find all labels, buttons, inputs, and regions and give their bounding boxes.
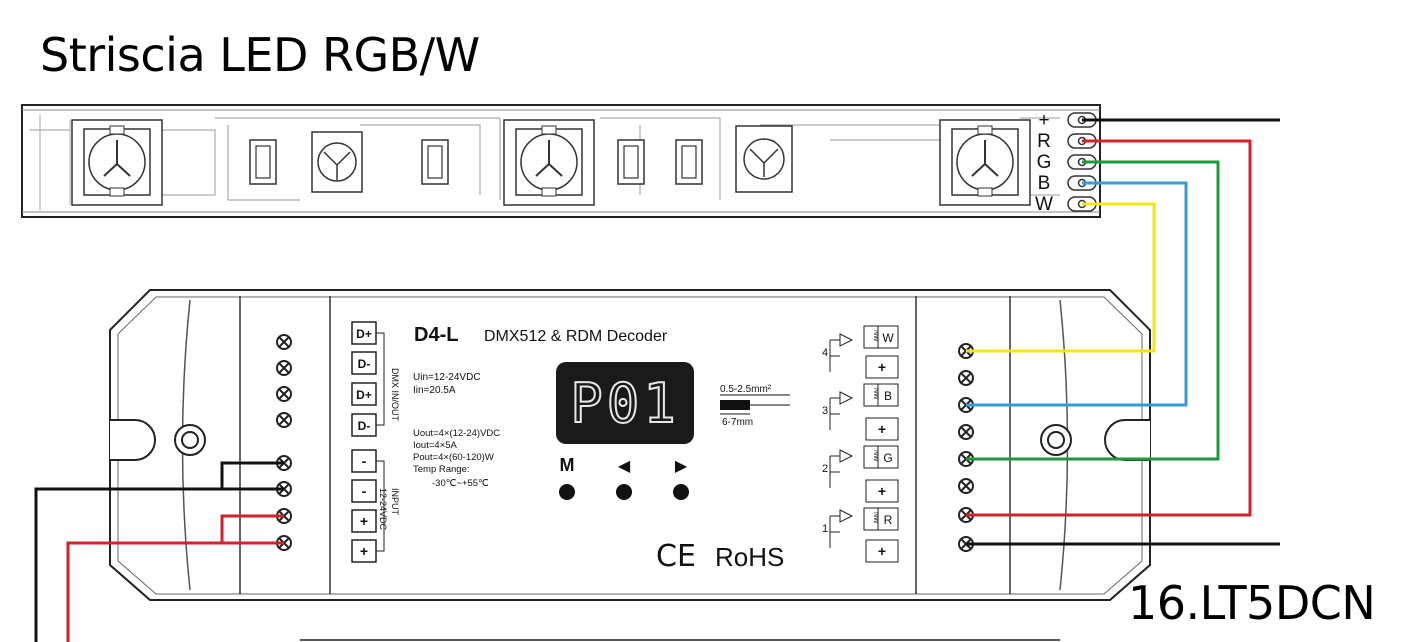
output-channels: 4 NW W + 3 NW B + 2 NW G + 1 NW R	[822, 325, 899, 563]
nw-label: NW	[872, 512, 879, 524]
channel-number: 2	[822, 463, 828, 475]
strip-terminal-label: G	[1037, 152, 1052, 173]
output-specs: Uout=4×(12-24)VDC Iout=4×5A Pout=4×(60-1…	[413, 428, 500, 489]
input-terminal-label: -	[362, 483, 367, 499]
model-description: DMX512 & RDM Decoder	[484, 328, 668, 345]
channel-number: 4	[822, 347, 828, 359]
right-button[interactable]	[673, 484, 689, 500]
channel-number: 3	[822, 405, 828, 417]
input-specs: Uin=12-24VDC Iin=20.5A	[413, 372, 481, 396]
input-terminal-label: +	[360, 513, 368, 529]
strip-terminal-label: W	[1035, 194, 1053, 215]
resistor	[421, 139, 449, 185]
diagram-title: Striscia LED RGB/W	[40, 28, 480, 82]
channel-plus-label: +	[878, 483, 886, 499]
dmx-terminal-label: D-	[358, 357, 371, 371]
dmx-terminal-label: D-	[358, 419, 371, 433]
channel-plus-label: +	[878, 359, 886, 375]
dmx-terminal-label: D+	[356, 388, 372, 402]
dmx-terminal-label: D+	[356, 327, 372, 341]
led-chip	[71, 119, 163, 206]
nw-label: NW	[872, 388, 879, 400]
spec-text: Temp Range:	[413, 464, 470, 475]
product-code: 16.LT5DCN	[1128, 576, 1376, 630]
strip-terminal-label: +	[1038, 110, 1049, 131]
led-strip: + R G B W	[21, 104, 1101, 218]
spec-text: Iin=20.5A	[413, 385, 456, 396]
left-button[interactable]	[616, 484, 632, 500]
input-label: INPUT	[390, 488, 400, 516]
input-voltage-label: 12-24VDC	[378, 488, 388, 531]
mode-button-label: M	[560, 455, 575, 475]
ce-mark: CE	[656, 539, 696, 574]
resistor	[617, 139, 645, 185]
led-display: P01	[556, 362, 694, 444]
led-chip	[939, 119, 1031, 206]
channel-plus-label: +	[878, 421, 886, 437]
left-arrow-icon: ◀	[618, 456, 631, 475]
dmx-terminals: D+ D- D+ D-	[351, 321, 385, 437]
model-name: D4-L	[414, 324, 458, 346]
channel-color-label: B	[884, 389, 892, 403]
right-arrow-icon: ▶	[675, 456, 688, 475]
ic-chip	[735, 125, 793, 193]
nw-label: NW	[872, 450, 879, 462]
input-terminal-label: +	[360, 543, 368, 559]
spec-text: Pout=4×(60-120)W	[413, 452, 494, 463]
wires	[34, 118, 1280, 642]
channel-number: 1	[822, 523, 828, 535]
input-terminals: - - + +	[351, 449, 385, 563]
spec-text: -30℃~+55℃	[432, 478, 489, 489]
spec-text: Uin=12-24VDC	[413, 372, 481, 383]
wire-spec-top: 0.5-2.5mm²	[720, 384, 772, 395]
display-readout: P01	[570, 372, 680, 435]
spec-text: Uout=4×(12-24)VDC	[413, 428, 500, 439]
spec-text: Iout=4×5A	[413, 440, 458, 451]
wire-spec-bottom: 6-7mm	[722, 417, 753, 428]
mode-button[interactable]	[559, 484, 575, 500]
strip-terminal-label: R	[1037, 131, 1051, 152]
channel-plus-label: +	[878, 543, 886, 559]
resistor	[249, 139, 277, 185]
ic-chip	[311, 131, 363, 193]
channel-color-label: W	[882, 331, 894, 345]
rohs-mark: RoHS	[715, 542, 784, 572]
wire-spec: 0.5-2.5mm² 6-7mm	[720, 384, 790, 428]
resistor	[675, 139, 703, 185]
input-terminal-label: -	[362, 453, 367, 469]
strip-terminal-label: B	[1038, 173, 1051, 194]
dmx-label: DMX IN/OUT	[390, 368, 400, 422]
control-buttons: M ◀ ▶	[559, 455, 689, 500]
nw-label: NW	[872, 330, 879, 342]
channel-color-label: R	[884, 513, 893, 527]
channel-color-label: G	[883, 451, 892, 465]
led-chip	[503, 119, 595, 206]
